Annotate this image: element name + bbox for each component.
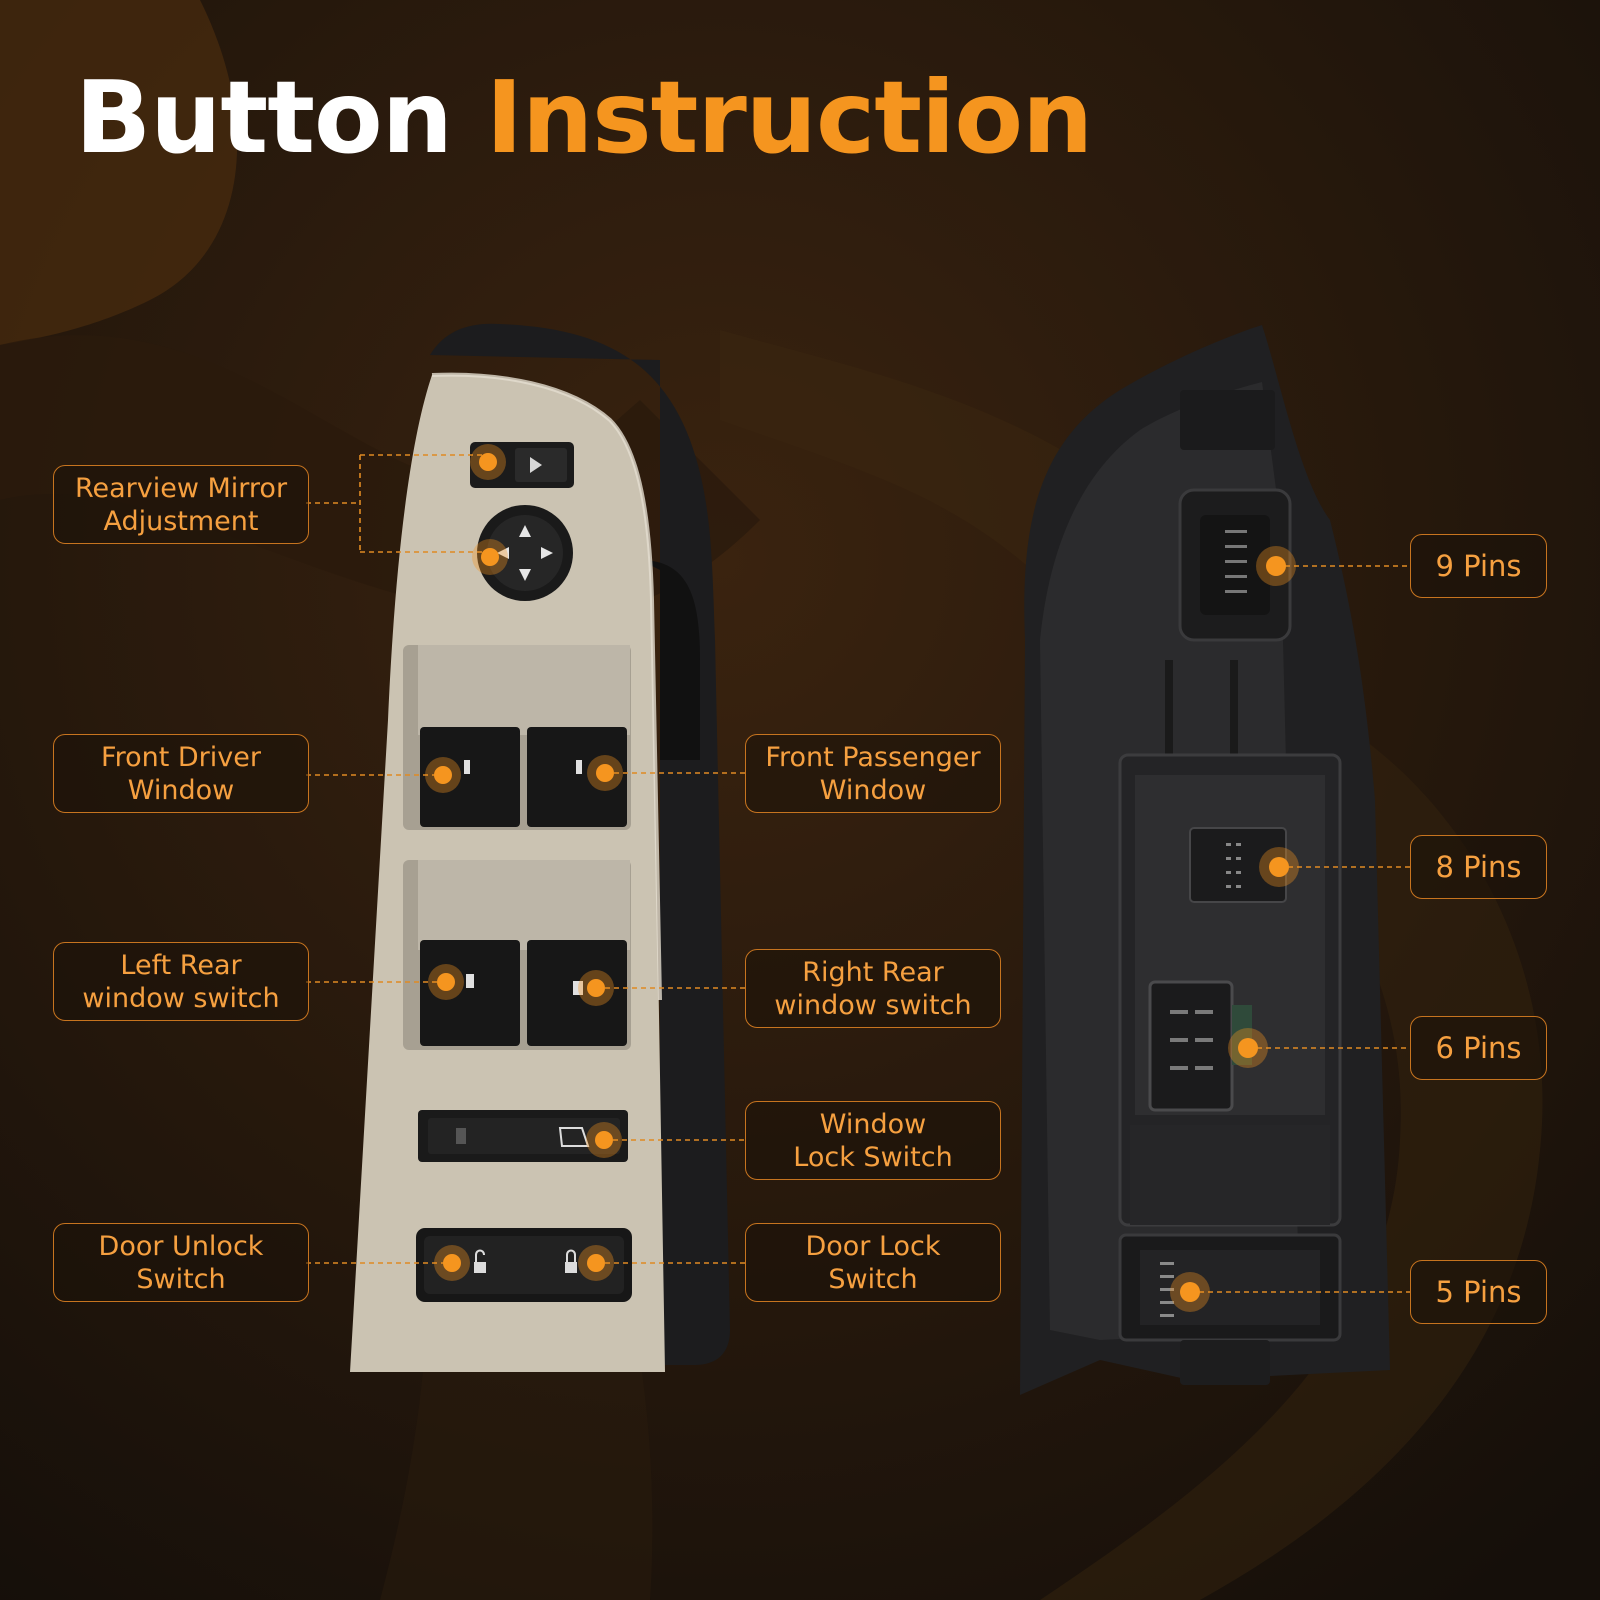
marker-mirror-joystick [472,539,508,575]
callout-9-pins-label: 9 Pins [1435,548,1522,583]
callout-door-unlock-line2: Switch [136,1263,226,1295]
marker-door-unlock [434,1245,470,1281]
callout-right-rear-line2: window switch [774,989,972,1021]
callout-door-lock-switch: Door Lock Switch [745,1223,1001,1302]
callout-front-passenger-line1: Front Passenger [765,741,981,773]
callout-left-rear-window: Left Rear window switch [53,942,309,1021]
callout-right-rear-window: Right Rear window switch [745,949,1001,1028]
callout-left-rear-line2: window switch [82,982,280,1014]
callout-rearview-mirror: Rearview Mirror Adjustment [53,465,309,544]
marker-left-rear [428,964,464,1000]
marker-front-passenger [587,755,623,791]
panel-housing [430,323,730,1365]
title-word-button: Button [75,59,453,176]
left-rear-switch [420,940,520,1046]
callout-9-pins: 9 Pins [1410,534,1547,598]
marker-9-pins [1256,546,1296,586]
callout-5-pins-label: 5 Pins [1435,1274,1522,1309]
callout-front-driver-window: Front Driver Window [53,734,309,813]
marker-mirror-select [470,444,506,480]
callout-door-lock-line1: Door Lock [805,1230,941,1262]
callout-door-unlock-line1: Door Unlock [98,1230,264,1262]
callout-rearview-mirror-line2: Adjustment [103,505,259,537]
title-word-instruction: Instruction [485,59,1093,176]
marker-5-pins [1170,1272,1210,1312]
marker-window-lock [586,1122,622,1158]
marker-right-rear [578,970,614,1006]
callout-front-driver-line2: Window [127,774,235,806]
page-title: Button Instruction [75,58,1093,178]
marker-door-lock [578,1245,614,1281]
callout-left-rear-line1: Left Rear [120,949,242,981]
callout-door-lock-line2: Switch [828,1263,918,1295]
callout-front-passenger-window: Front Passenger Window [745,734,1001,813]
callout-door-unlock-switch: Door Unlock Switch [53,1223,309,1302]
callout-8-pins: 8 Pins [1410,835,1547,899]
callout-front-driver-line1: Front Driver [101,741,261,773]
callout-5-pins: 5 Pins [1410,1260,1547,1324]
front-driver-switch [420,727,520,827]
marker-front-driver [425,757,461,793]
callout-window-lock-line1: Window [819,1108,927,1140]
marker-8-pins [1259,847,1299,887]
marker-6-pins [1228,1028,1268,1068]
callout-right-rear-line1: Right Rear [802,956,944,988]
callout-front-passenger-line2: Window [819,774,927,806]
callout-6-pins: 6 Pins [1410,1016,1547,1080]
callout-rearview-mirror-line1: Rearview Mirror [74,472,288,504]
marker-dots [425,444,1299,1312]
callout-8-pins-label: 8 Pins [1435,849,1522,884]
front-passenger-switch [527,727,627,827]
callout-window-lock-line2: Lock Switch [793,1141,953,1173]
callout-6-pins-label: 6 Pins [1435,1030,1522,1065]
callout-window-lock-switch: Window Lock Switch [745,1101,1001,1180]
